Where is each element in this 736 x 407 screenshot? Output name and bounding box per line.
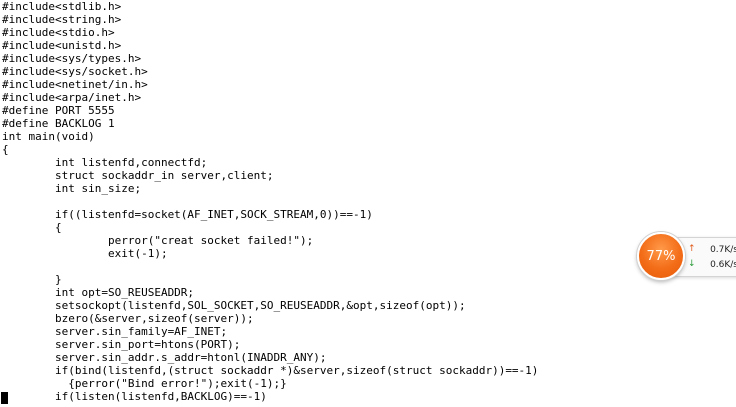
code-line: int main(void) — [2, 130, 95, 143]
code-line: #include<sys/types.h> — [2, 52, 142, 65]
code-line: bzero(&server,sizeof(server)); — [2, 312, 254, 325]
code-line: int opt=SO_REUSEADDR; — [2, 286, 195, 299]
code-line: { — [2, 143, 9, 156]
code-line: #include<string.h> — [2, 13, 122, 26]
arrow-down-icon: ↓ — [688, 259, 696, 269]
code-line: struct sockaddr_in server,client; — [2, 169, 274, 182]
code-line: #define BACKLOG 1 — [2, 117, 115, 130]
code-line: #include<stdio.h> — [2, 26, 115, 39]
arrow-up-icon: ↑ — [688, 244, 696, 254]
code-line: #include<arpa/inet.h> — [2, 91, 142, 104]
code-line: server.sin_addr.s_addr=htonl(INADDR_ANY)… — [2, 351, 327, 364]
code-line: {perror("Bind error!");exit(-1);} — [2, 377, 287, 390]
network-monitor-widget[interactable]: ↑ 0.7K/s ↓ 0.6K/s 77% — [637, 232, 736, 280]
code-line: if(bind(listenfd,(struct sockaddr *)&ser… — [2, 364, 539, 377]
code-line — [2, 195, 736, 208]
code-line: { — [2, 221, 62, 234]
cpu-usage-gauge[interactable]: 77% — [637, 232, 685, 280]
code-line: exit(-1); — [2, 247, 168, 260]
code-line: #include<netinet/in.h> — [2, 78, 148, 91]
upload-row: ↑ 0.7K/s — [688, 244, 736, 258]
code-line: int sin_size; — [2, 182, 142, 195]
code-line: setsockopt(listenfd,SOL_SOCKET,SO_REUSEA… — [2, 299, 466, 312]
download-row: ↓ 0.6K/s — [688, 259, 736, 273]
code-line: int listenfd,connectfd; — [2, 156, 208, 169]
code-line: if((listenfd=socket(AF_INET,SOCK_STREAM,… — [2, 208, 373, 221]
code-line: perror("creat socket failed!"); — [2, 234, 314, 247]
code-line: server.sin_port=htons(PORT); — [2, 338, 241, 351]
code-line — [2, 260, 736, 273]
download-rate: 0.6K/s — [710, 260, 736, 270]
code-line: #include<unistd.h> — [2, 39, 122, 52]
code-line: #include<stdlib.h> — [2, 0, 122, 13]
code-line: if(listen(listenfd,BACKLOG)==-1) — [2, 390, 267, 403]
code-line: #define PORT 5555 — [2, 104, 115, 117]
upload-rate: 0.7K/s — [710, 245, 736, 255]
code-line: } — [2, 273, 62, 286]
text-cursor — [1, 392, 8, 404]
code-line: #include<sys/socket.h> — [2, 65, 148, 78]
code-line: server.sin_family=AF_INET; — [2, 325, 228, 338]
